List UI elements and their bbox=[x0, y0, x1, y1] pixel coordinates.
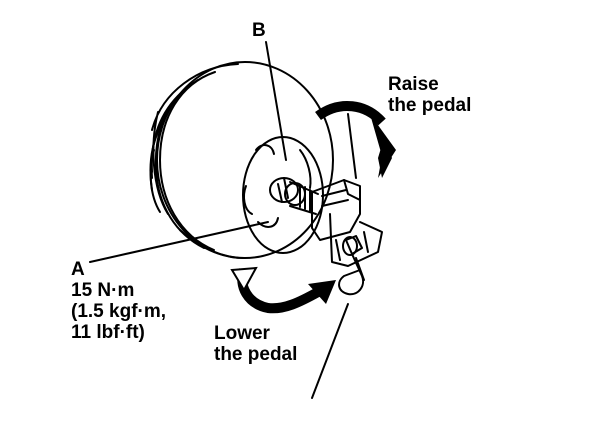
torque-line-1: 15 N·m bbox=[71, 280, 135, 301]
lower-arrow bbox=[230, 266, 336, 314]
callout-b-text: B bbox=[252, 20, 266, 41]
callout-b: B bbox=[252, 20, 266, 41]
raise-line-2: the pedal bbox=[388, 95, 472, 116]
lower-line-1: Lower bbox=[214, 323, 270, 344]
raise-the-pedal-label: Raise the pedal bbox=[388, 74, 471, 116]
torque-line-2: (1.5 kgf·m, bbox=[71, 301, 167, 322]
torque-line-3: 11 lbf·ft) bbox=[71, 322, 145, 343]
raise-arrow bbox=[315, 101, 396, 178]
clevis bbox=[311, 179, 383, 267]
callout-a-text: A bbox=[71, 259, 85, 280]
clevis-pin bbox=[338, 235, 365, 296]
lower-line-2: the pedal bbox=[214, 344, 298, 365]
callout-a-torque: A 15 N·m (1.5 kgf·m, 11 lbf·ft) bbox=[71, 259, 166, 343]
brake-pedal-arm bbox=[311, 113, 357, 399]
leader-line-b bbox=[265, 41, 287, 161]
raise-line-1: Raise bbox=[388, 74, 439, 95]
leader-line-a bbox=[89, 221, 269, 263]
lower-the-pedal-label: Lower the pedal bbox=[214, 323, 297, 365]
